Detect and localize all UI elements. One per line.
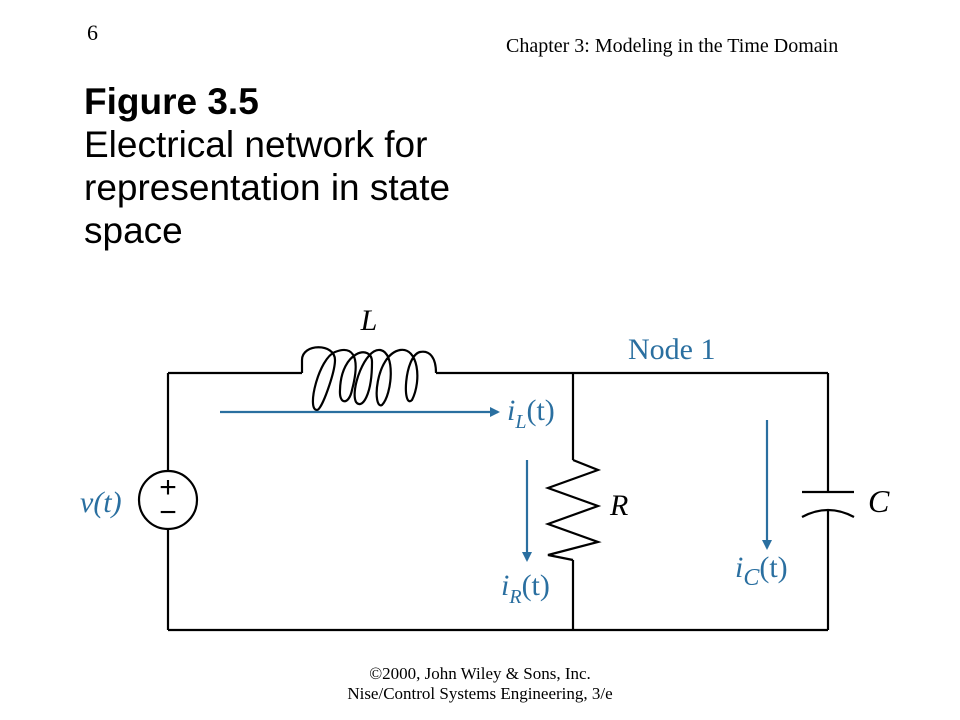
figure-title: Figure 3.5 Electrical network for repres…: [84, 80, 450, 252]
chapter-title: Chapter 3: Modeling in the Time Domain: [506, 35, 839, 57]
current-C-label: iC(t): [735, 551, 788, 591]
source-label: v(t): [80, 486, 122, 519]
current-L-sub: L: [514, 411, 526, 433]
current-L-main: i: [507, 394, 515, 427]
current-R-label: iR(t): [501, 569, 550, 608]
copyright: ©2000, John Wiley & Sons, Inc.: [369, 664, 591, 683]
current-R-sub: R: [508, 586, 521, 608]
book-title: Nise/Control Systems Engineering, 3/e: [347, 684, 613, 703]
inductor-coil: [300, 346, 438, 412]
current-C-main: i: [735, 551, 743, 584]
current-L-label: iL(t): [507, 394, 555, 433]
current-L-arg: (t): [526, 394, 554, 427]
footer: ©2000, John Wiley & Sons, Inc. Nise/Cont…: [0, 664, 960, 704]
source-minus-sign: −: [159, 496, 177, 529]
capacitor-label: C: [868, 483, 890, 519]
inductor-label: L: [360, 304, 378, 337]
current-C-arg: (t): [759, 551, 787, 584]
figure-label: Figure 3.5: [84, 81, 259, 122]
figure-caption: Electrical network for representation in…: [84, 124, 451, 251]
current-R-arg: (t): [522, 569, 550, 602]
page-number: 6: [87, 20, 98, 45]
node-label: Node 1: [628, 333, 715, 366]
current-R-main: i: [501, 569, 509, 602]
current-C-sub: C: [743, 565, 760, 591]
resistor-zigzag: [544, 458, 602, 562]
resistor-label: R: [609, 489, 628, 522]
source-plus-sign: +: [159, 471, 177, 504]
